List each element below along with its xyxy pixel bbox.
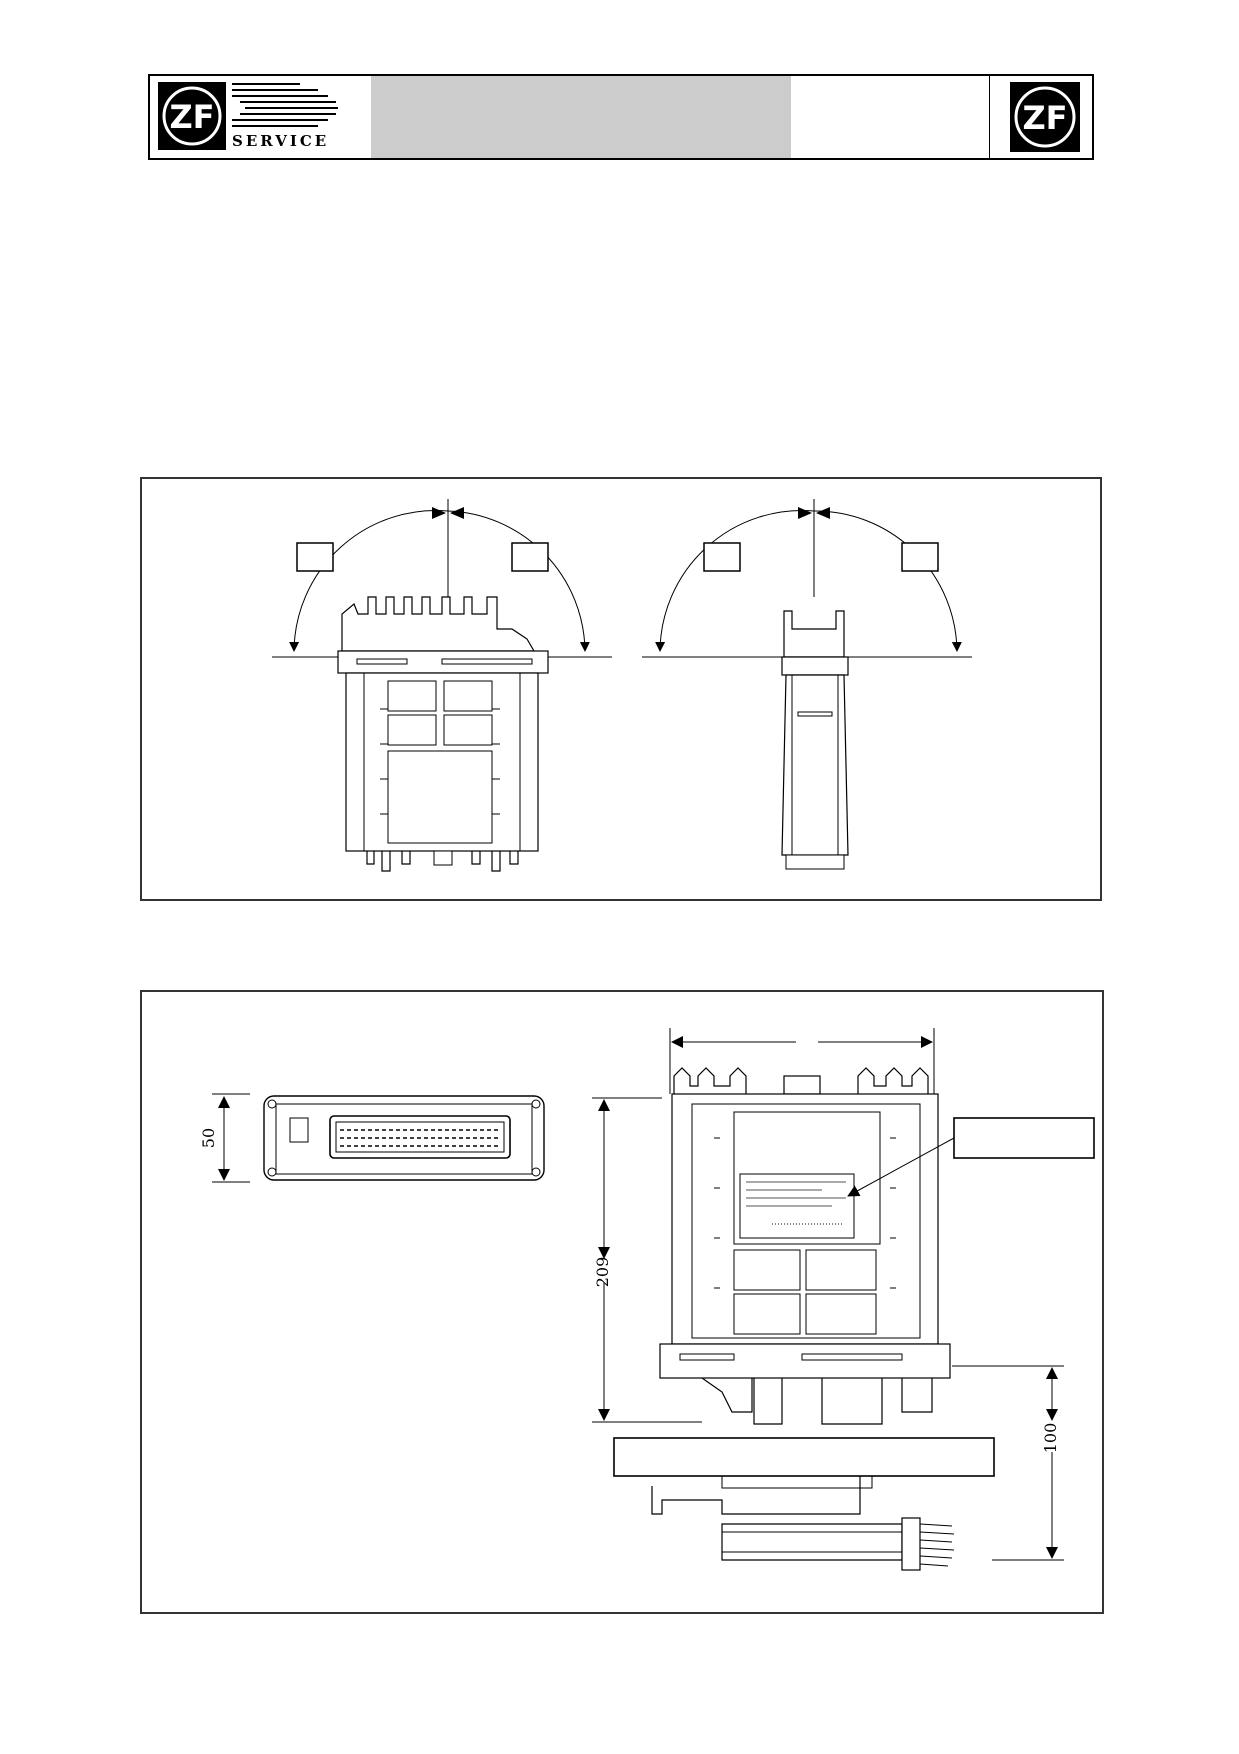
mounting-plate — [613, 1437, 995, 1477]
angle-label-box — [511, 542, 549, 572]
zf-logo-right: ZF — [989, 76, 1092, 158]
control-unit-top-view: 209 100 — [592, 1028, 1095, 1571]
angle-label-box — [901, 542, 939, 572]
connector-end-view: 50 — [199, 1093, 545, 1183]
mounting-angle-figure — [140, 477, 1102, 901]
zf-service-logo: ZF SERVICE — [150, 76, 370, 158]
control-unit-front-view — [272, 499, 612, 872]
control-unit-side-view — [642, 499, 972, 870]
dimension-figure: 50 — [140, 990, 1104, 1614]
page-header: ZF SERVICE ZF — [148, 74, 1094, 160]
logo-subtitle: SERVICE — [232, 132, 330, 150]
header-title-area — [371, 76, 791, 158]
logo-brand-text: ZF — [169, 98, 214, 136]
dimension-length-label: 209 — [593, 1257, 612, 1288]
dimension-clearance-label: 100 — [1041, 1423, 1060, 1454]
dimension-height-label: 50 — [199, 1128, 218, 1148]
right-logo-brand-text: ZF — [1022, 99, 1067, 137]
label-callout-box — [953, 1117, 1095, 1159]
angle-label-box — [296, 542, 334, 572]
angle-label-box — [703, 542, 741, 572]
